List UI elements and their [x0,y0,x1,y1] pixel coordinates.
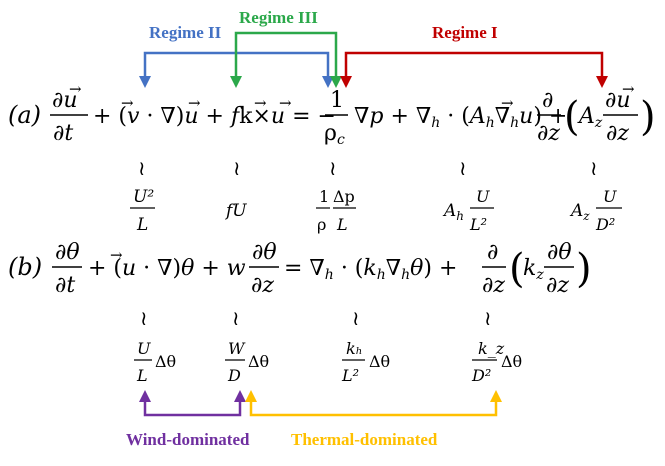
wind-dominated-label: Wind-dominated [126,430,250,449]
svg-text:≀: ≀ [138,156,146,180]
svg-text:→: → [110,246,123,264]
svg-text:≀: ≀ [590,156,598,180]
svg-text:L: L [136,366,148,385]
svg-text:→: → [188,94,201,112]
wind-dominated-bracket [139,390,246,417]
svg-text:→: → [501,94,514,112]
svg-text:Az: Az [577,104,603,131]
scale-b-advection: U L Δθ [134,339,176,385]
regime-2-label: Regime II [149,23,222,42]
svg-text:∂z: ∂z [537,121,560,146]
svg-text:D: D [227,366,241,385]
svg-text:∂θ: ∂θ [252,240,277,265]
svg-text:D²: D² [595,215,615,234]
svg-text:∂z: ∂z [251,273,274,298]
svg-text:ρc: ρc [324,121,345,148]
equation-a: (a) ∂u → ∂t + (v · ∇)u + fk×u = − → → → … [8,80,656,148]
svg-text:→: → [279,94,292,112]
svg-text:(: ( [509,246,525,292]
svg-text:∂t: ∂t [55,273,75,298]
svg-text:L²: L² [469,215,487,234]
equation-a-tag: (a) [8,101,41,129]
svg-text:kₕ: kₕ [346,339,363,358]
svg-text:U²: U² [133,187,154,207]
svg-text:U: U [476,187,490,206]
scale-b-hdiff: kₕ L² Δθ [341,339,390,385]
svg-text:→: → [254,94,267,112]
scale-a-coriolis: fU [224,201,247,221]
svg-text:Ah: Ah [442,201,464,223]
svg-text:∂: ∂ [487,240,498,265]
svg-text:≀: ≀ [329,156,337,180]
svg-text:∂t: ∂t [53,121,73,146]
svg-text:∂u: ∂u [52,88,78,113]
svg-text:∂u: ∂u [605,88,631,113]
equation-b-tag: (b) [8,253,42,281]
scale-a-advection: U² L [130,187,155,235]
svg-text:L: L [336,215,348,234]
svg-text:= ∇h · (kh∇hθ) +: = ∇h · (kh∇hθ) + [284,256,457,283]
svg-text:U: U [603,187,617,206]
svg-text:∇p + ∇h · (Ah∇hu) +: ∇p + ∇h · (Ah∇hu) + [354,104,567,131]
svg-text:(: ( [564,94,580,140]
svg-text:Δp: Δp [333,187,355,206]
svg-text:→: → [121,94,134,112]
svg-text:Az: Az [569,201,590,223]
scale-a-pressure: 1 ρ Δp L [316,187,356,234]
svg-text:∂θ: ∂θ [547,240,572,265]
equation-b: (b) ∂θ ∂t + (u · ∇)θ + w → ∂θ ∂z = ∇h · … [8,240,592,298]
svg-text:≀: ≀ [232,306,240,330]
svg-text:kz: kz [523,256,544,283]
svg-text:D²: D² [471,366,491,385]
svg-text:): ) [576,246,592,292]
svg-text:∂z: ∂z [546,273,569,298]
regime-3-bracket [230,31,342,88]
scale-b-vdiff: k_z D² Δθ [471,339,522,385]
svg-text:→: → [69,80,82,98]
svg-text:ρ: ρ [317,215,326,234]
svg-text:1: 1 [319,187,329,206]
svg-text:+ (v · ∇)u + fk×u = −: + (v · ∇)u + fk×u = − [93,104,336,129]
svg-text:∂z: ∂z [606,121,629,146]
regime-1-bracket [340,51,608,88]
svg-text:U: U [137,339,151,358]
svg-text:≀: ≀ [459,156,467,180]
svg-text:≀: ≀ [484,306,492,330]
svg-text:): ) [640,94,656,140]
svg-text:+ (u · ∇)θ + w: + (u · ∇)θ + w [88,256,246,281]
svg-text:∂θ: ∂θ [55,240,80,265]
svg-text:∂z: ∂z [482,273,505,298]
equation-b-tildes: ≀ ≀ ≀ ≀ [140,306,492,330]
regime-3-label: Regime III [239,8,318,27]
thermal-dominated-bracket [245,390,502,417]
svg-text:≀: ≀ [233,156,241,180]
scale-a-hdiff: Ah U L² [442,187,494,234]
svg-text:→: → [622,80,635,98]
svg-text:Δθ: Δθ [155,352,176,371]
thermal-dominated-label: Thermal-dominated [291,430,438,449]
svg-text:L²: L² [341,366,359,385]
svg-text:W: W [228,339,246,358]
scale-b-vertical: W D Δθ [225,339,269,385]
svg-text:Δθ: Δθ [369,352,390,371]
svg-text:1: 1 [330,88,344,113]
svg-text:Δθ: Δθ [248,352,269,371]
svg-text:k_z: k_z [478,339,505,358]
svg-text:Δθ: Δθ [501,352,522,371]
svg-text:∂: ∂ [542,88,553,113]
equation-a-tildes: ≀ ≀ ≀ ≀ ≀ [138,156,598,180]
scale-a-vdiff: Az U D² [569,187,622,234]
svg-text:L: L [136,215,148,235]
regime-1-label: Regime I [432,23,498,42]
svg-text:≀: ≀ [352,306,360,330]
svg-text:≀: ≀ [140,306,148,330]
